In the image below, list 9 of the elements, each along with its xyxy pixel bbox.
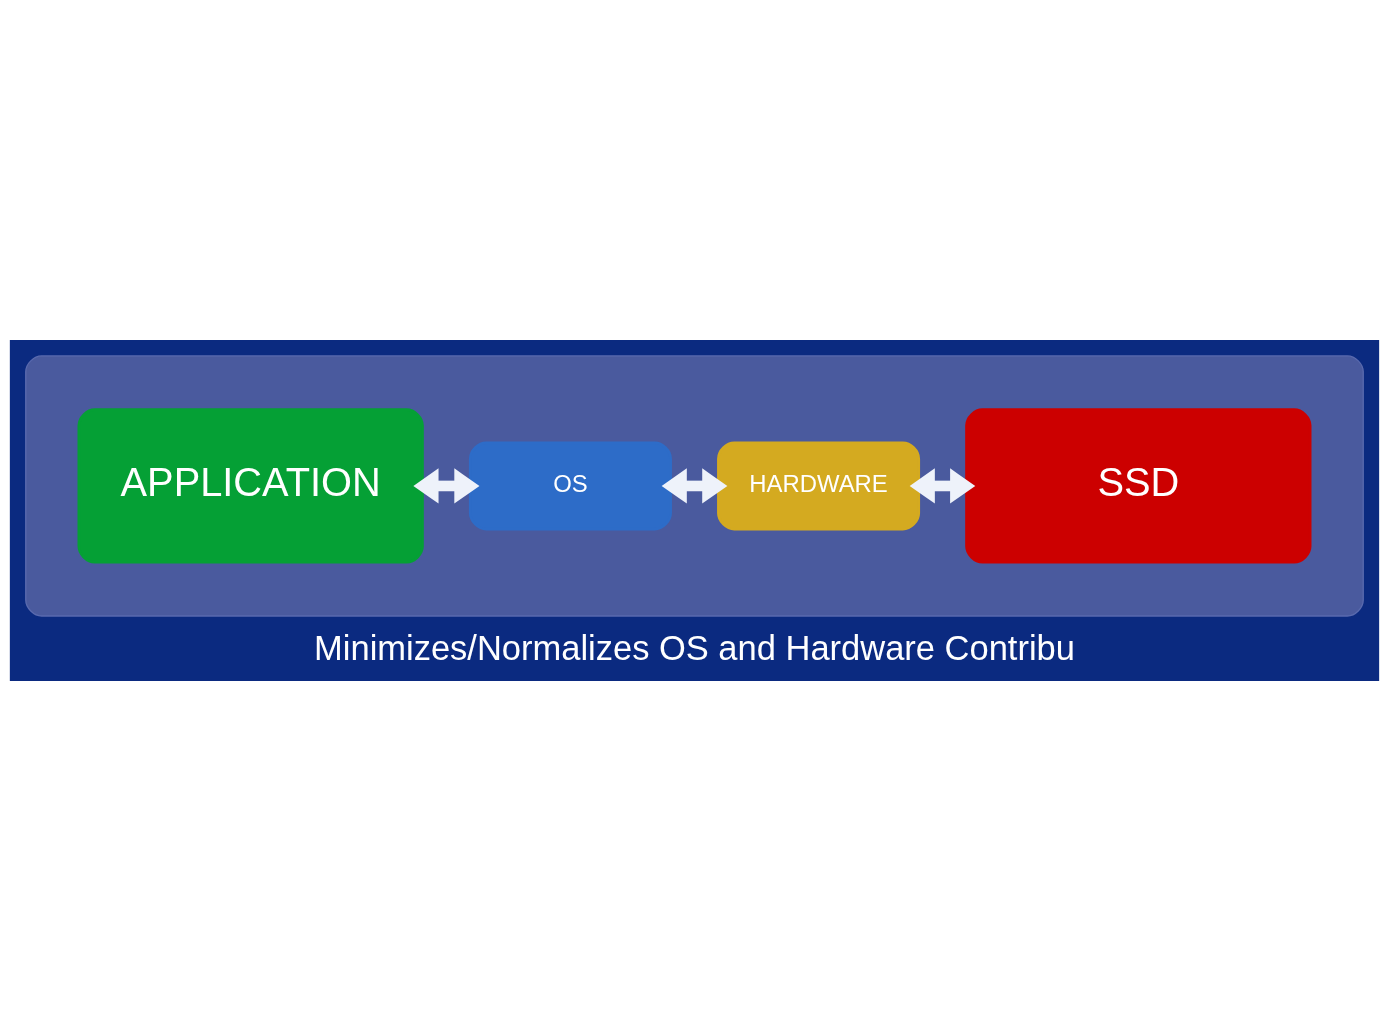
node-box: OS [468,441,672,530]
arrow [413,467,480,504]
node-box: SSD [965,407,1312,564]
caption: Minimizes/Normalizes OS and Hardware Contribu [314,628,1075,667]
cluster [25,354,1364,617]
node-box: HARDWARE [717,441,921,530]
arrow [661,467,728,504]
arrow [909,467,976,504]
node-box: APPLICATION [77,407,424,564]
